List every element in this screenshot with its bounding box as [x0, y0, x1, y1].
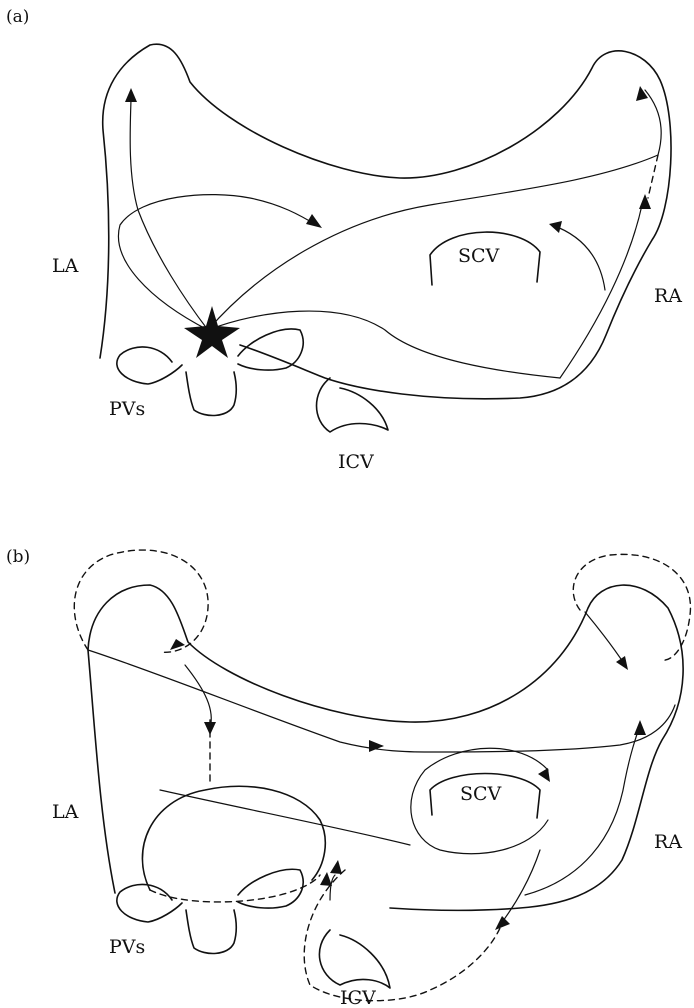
arrowhead-icon	[306, 214, 322, 228]
arrowhead-icon	[639, 194, 651, 209]
arrowhead-icon	[204, 722, 216, 735]
panel-a-label: (a)	[6, 7, 29, 27]
panel-a-wavefront-la-appendage	[130, 100, 208, 330]
arrowhead-icon	[170, 639, 185, 650]
panel-b-la-label: LA	[52, 801, 79, 823]
panel-a-icv-label: ICV	[338, 451, 374, 473]
arrowhead-icon	[495, 916, 510, 930]
panel-a-atria-outline	[100, 44, 671, 399]
panel-b-icv-label: ICV	[340, 987, 376, 1008]
arrowhead-icon	[636, 86, 648, 101]
panel-a-wavefront-scv	[552, 225, 605, 290]
panel-a-ra-label: RA	[654, 285, 682, 307]
arrowhead-icon	[616, 656, 628, 670]
panel-b-wavefront-icv	[500, 850, 540, 925]
panel-b-ra-appendage-reentry	[573, 554, 690, 660]
panel-b-wavefront-septum	[160, 790, 410, 845]
panel-b-ra-label: RA	[654, 831, 682, 853]
panel-b-la-appendage-reentry	[74, 550, 208, 652]
arrowhead-icon	[330, 860, 342, 874]
panel-a-wavefront-la-roof	[118, 195, 318, 330]
panel-b-scv-label: SCV	[460, 783, 502, 805]
panel-b-pvs-label: PVs	[109, 936, 145, 958]
star-icon	[184, 306, 240, 358]
arrowhead-icon	[634, 720, 646, 735]
panel-a-wavefront-ra-lateral	[560, 205, 642, 378]
arrowhead-icon	[320, 872, 332, 886]
panel-b-wavefront-ra-appendage	[585, 612, 625, 665]
panel-b-la-posterior-wall	[142, 786, 325, 890]
panel-b-label: (b)	[6, 547, 30, 567]
panel-a-dashed-conduction	[648, 155, 658, 198]
panel-b: (b) SCV ICV PVs LA RA	[6, 547, 690, 1008]
panel-b-wavefront-la-down	[185, 665, 211, 728]
panel-a: (a) SCV ICV PVs LA RA	[6, 7, 682, 473]
panel-a-la-label: LA	[52, 255, 79, 277]
panel-a-scv-label: SCV	[458, 245, 500, 267]
panel-a-pvs-label: PVs	[109, 398, 145, 420]
panel-a-wavefront-posterior	[208, 311, 560, 378]
arrowhead-icon	[125, 88, 137, 102]
arrowhead-icon	[538, 768, 550, 782]
arrowhead-icon	[549, 221, 562, 233]
panel-b-icv-vessel	[319, 930, 390, 988]
panel-b-la-dashed-circuit	[150, 875, 320, 902]
panel-a-wavefront-to-ra	[208, 90, 661, 330]
panel-b-wavefront-pv	[330, 875, 335, 900]
panel-b-wavefront-roof	[88, 650, 675, 752]
